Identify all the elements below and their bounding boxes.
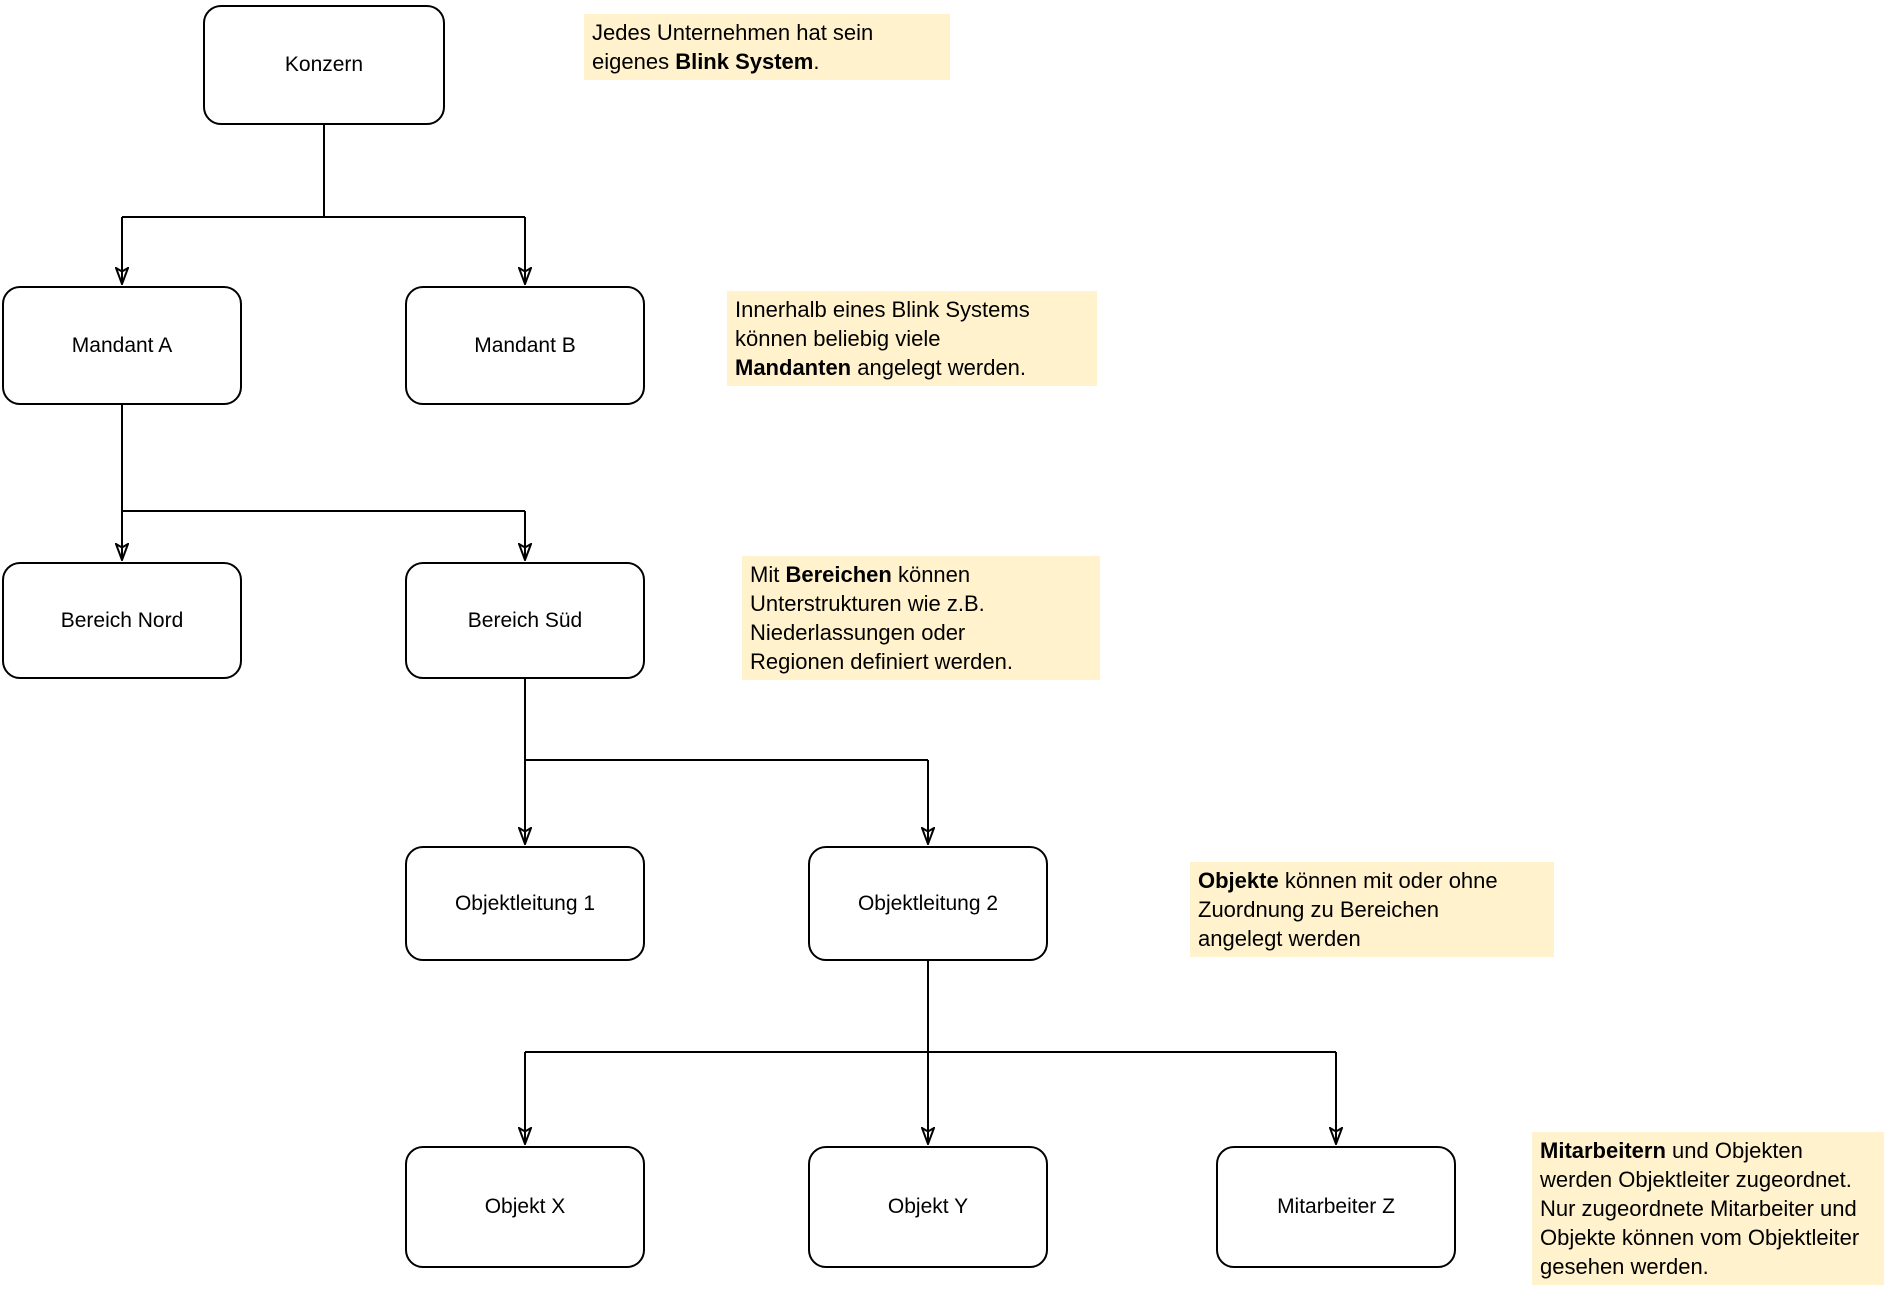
node-mandant-b: Mandant B: [405, 286, 645, 405]
node-mitarbeiter-z: Mitarbeiter Z: [1216, 1146, 1456, 1268]
node-label: Objekt X: [484, 1195, 566, 1218]
node-konzern: Konzern: [203, 5, 445, 125]
node-label: Mitarbeiter Z: [1277, 1195, 1395, 1218]
node-label: Objektleitung 2: [857, 891, 999, 915]
node-objekt-y: Objekt Y: [808, 1146, 1048, 1268]
node-label: Mandant B: [474, 333, 576, 357]
node-label: Bereich Nord: [60, 608, 184, 632]
node-bereich-nord: Bereich Nord: [2, 562, 242, 679]
node-objekt-x: Objekt X: [405, 1146, 645, 1268]
node-mandant-a: Mandant A: [2, 286, 242, 405]
node-objektleitung-1: Objektleitung 1: [405, 846, 645, 961]
node-label: Konzern: [284, 53, 364, 76]
node-label: Mandant A: [71, 333, 173, 357]
node-label: Objektleitung 1: [454, 891, 596, 915]
node-label: Bereich Süd: [467, 608, 583, 632]
node-label: Objekt Y: [887, 1195, 969, 1218]
node-objektleitung-2: Objektleitung 2: [808, 846, 1048, 961]
node-bereich-sued: Bereich Süd: [405, 562, 645, 679]
